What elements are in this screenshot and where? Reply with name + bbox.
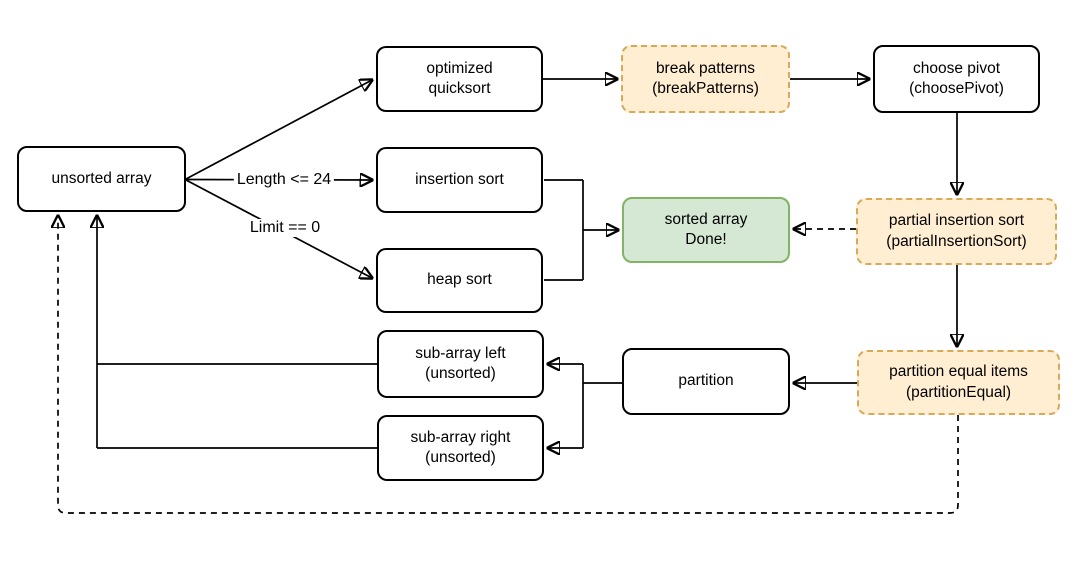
node-sub-array-right: sub-array right (unsorted)	[377, 415, 544, 481]
edge-label-length-condition: Length <= 24	[233, 171, 335, 189]
edge-partition-bracket	[582, 364, 622, 448]
edge-subarrays-return	[97, 363, 377, 449]
edge-unsorted-to-optimized	[185, 80, 372, 180]
node-unsorted-array: unsorted array	[17, 146, 186, 212]
node-choose-pivot: choose pivot (choosePivot)	[873, 45, 1040, 113]
edge-sorts-bracket	[544, 179, 584, 281]
node-optimized-quicksort: optimized quicksort	[376, 46, 543, 112]
node-insertion-sort: insertion sort	[376, 147, 543, 213]
node-heap-sort: heap sort	[376, 248, 543, 313]
node-partition-equal: partition equal items (partitionEqual)	[857, 350, 1060, 415]
node-break-patterns: break patterns (breakPatterns)	[621, 45, 790, 113]
edge-partitionequal-return-dashed	[58, 216, 959, 514]
node-partial-insertion-sort: partial insertion sort (partialInsertion…	[856, 198, 1057, 265]
node-sorted-array: sorted array Done!	[622, 197, 790, 263]
edge-label-limit-condition: Limit == 0	[246, 219, 324, 237]
node-sub-array-left: sub-array left (unsorted)	[377, 330, 544, 398]
node-partition: partition	[622, 348, 790, 415]
